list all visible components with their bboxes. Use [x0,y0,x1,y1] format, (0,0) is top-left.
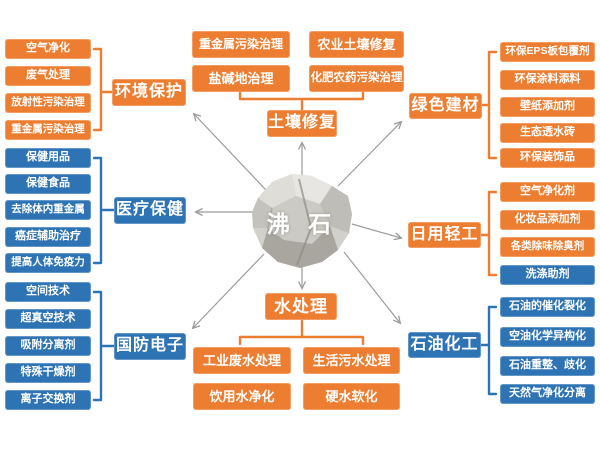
node-natural-gas-purification-separation: 天然气净化分离 [500,384,595,404]
node-fertilizer-pesticide-pollution-control: 化肥农药污染治理 [309,65,404,92]
node-eco-decorations: 环保装饰品 [500,148,595,168]
node-saline-alkali-land-treatment: 盐碱地治理 [192,65,290,92]
bracket-environmental-protection [92,47,114,132]
arrow-to-daily-light-industry [351,223,403,241]
category-daily-light-industry: 日用轻工 [408,222,481,248]
node-cosmetics-additive: 化妆品添加剂 [500,210,595,230]
arrow-to-defense-electronics [191,253,265,330]
arrow-to-green-building-materials [337,120,403,187]
bracket-green-building-materials [480,50,498,160]
node-petroleum-reforming-disproportionation: 石油重整、歧化 [500,356,595,376]
category-medical-healthcare: 医疗保健 [114,197,186,224]
category-defense-electronics: 国防电子 [114,333,186,360]
node-boost-immunity: 提高人体免疫力 [5,253,91,273]
node-ion-exchanger: 离子交换剂 [5,390,91,410]
bracket-defense-electronics [92,290,116,402]
category-soil-remediation: 土壤修复 [267,110,337,137]
category-environmental-protection: 环境保护 [112,79,186,106]
node-space-technology: 空间技术 [5,282,91,302]
node-drinking-water-purification: 饮用水净化 [193,383,291,410]
node-agricultural-soil-restoration: 农业土壤修复 [309,31,404,58]
node-cancer-adjuvant-therapy: 癌症辅助治疗 [5,227,91,247]
node-air-purifying-agent: 空气净化剂 [500,182,595,202]
node-waste-gas-treatment: 废气处理 [5,66,91,86]
arrow-to-petrochemical [343,251,402,325]
node-petroleum-catalytic-cracking: 石油的催化裂化 [500,297,595,317]
node-hard-water-softening: 硬水软化 [303,383,400,410]
node-eco-permeable-brick: 生态透水砖 [500,123,595,143]
node-healthcare-products: 保健用品 [5,148,91,168]
bracket-medical-healthcare [92,156,116,265]
node-air-purification: 空气净化 [5,39,91,59]
node-oil-chemical-isomerization: 空油化学异构化 [500,327,595,347]
node-detergent-auxiliary: 洗涤助剂 [500,265,595,285]
node-special-desiccant: 特殊干燥剂 [5,363,91,383]
node-radioactive-pollution-control: 放射性污染治理 [5,93,91,113]
node-heavy-metal-pollution-control-soil: 重金属污染治理 [192,31,290,58]
node-remove-heavy-metals-from-body: 去除体内重金属 [5,200,91,220]
node-wallpaper-additive: 壁纸添加剂 [500,97,595,117]
node-eco-eps-board-coating-agent: 环保EPS板包覆剂 [500,42,595,62]
node-industrial-wastewater-treatment: 工业废水处理 [193,347,291,374]
center-arrows [191,112,403,330]
node-eco-coating-additive: 环保涂料添料 [500,70,595,90]
node-adsorption-separation-agent: 吸附分离剂 [5,336,91,356]
bracket-water-treatment [238,319,365,346]
node-domestic-sewage-treatment: 生活污水处理 [303,347,400,374]
node-ultra-vacuum-technology: 超真空技术 [5,309,91,329]
node-deodorizers: 各类除味除臭剂 [500,237,595,257]
category-water-treatment: 水处理 [265,293,337,320]
node-health-food: 保健食品 [5,174,91,194]
bracket-soil-remediation [238,90,365,112]
node-heavy-metal-pollution-control: 重金属污染治理 [5,120,91,140]
bracket-petrochemical [479,305,498,396]
category-green-building-materials: 绿色建材 [409,93,482,119]
category-petrochemical: 石油化工 [408,332,481,358]
zeolite-stone-image [252,174,352,268]
bracket-daily-light-industry [479,190,498,277]
center-zeolite-label: 沸 石 [266,211,338,237]
arrow-to-environmental-protection [192,112,267,191]
